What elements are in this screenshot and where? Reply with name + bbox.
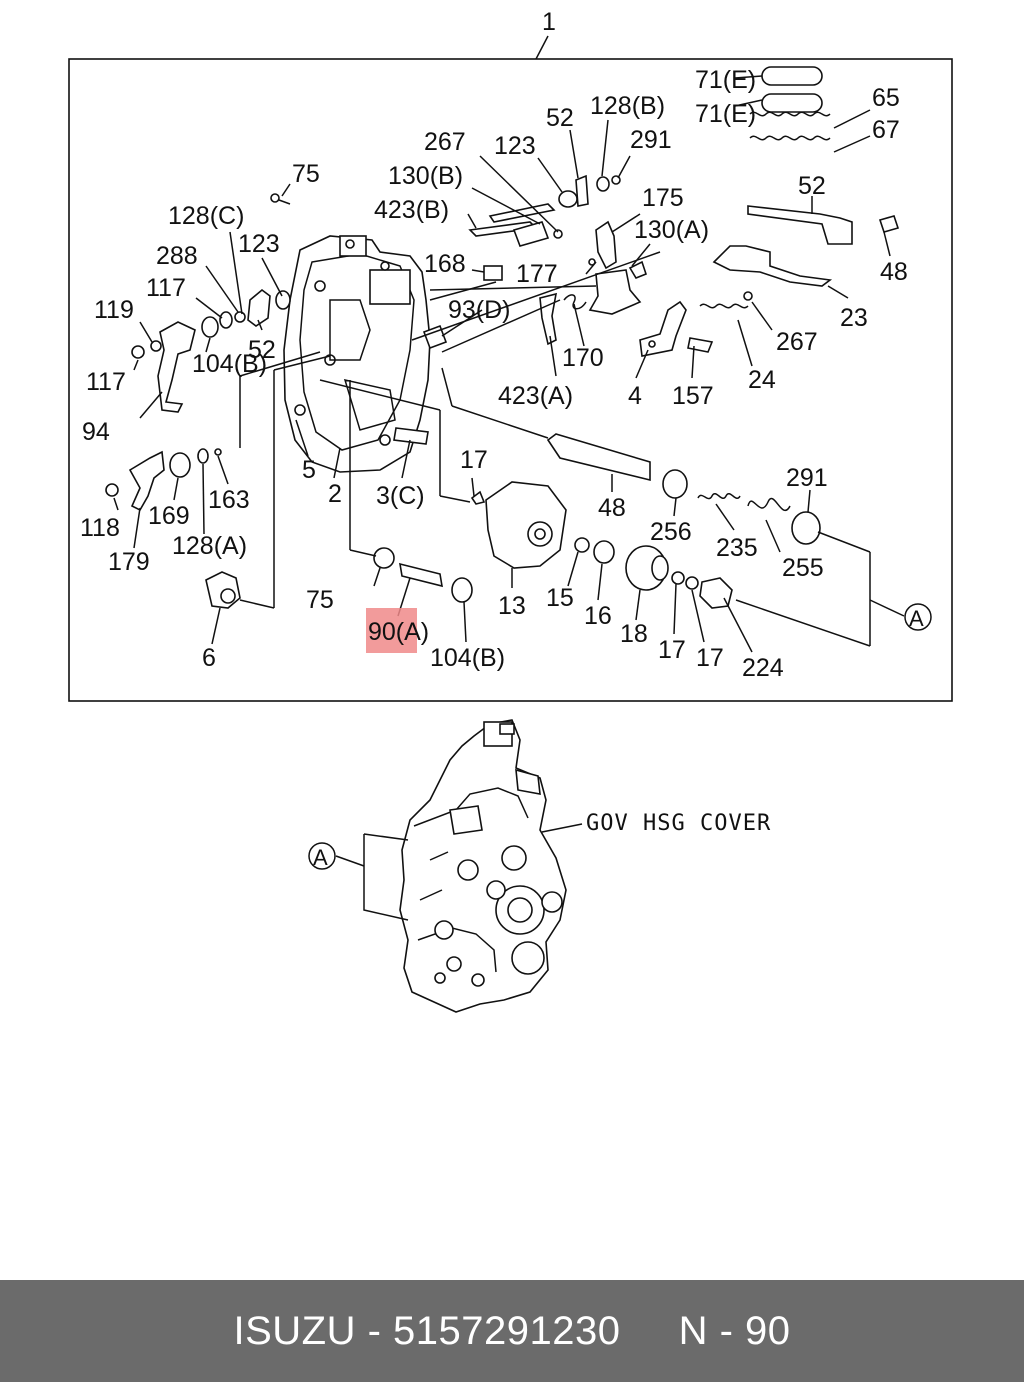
center-parts — [319, 379, 821, 609]
top-center-parts — [422, 174, 647, 350]
callout-label: 130(B) — [388, 162, 463, 190]
highlighted-callout-label: 90(A) — [368, 618, 429, 646]
callout-label: 423(A) — [498, 382, 573, 410]
separator: - — [355, 1308, 394, 1353]
left-lever-group — [105, 193, 291, 609]
callout-label: 117 — [146, 274, 186, 302]
callout-label: 128(C) — [168, 202, 244, 230]
footer-bar: ISUZU - 5157291230 N - 90 — [0, 1280, 1024, 1382]
reference-marker-a-top: A — [904, 603, 932, 631]
callout-label: 119 — [94, 296, 134, 324]
callout-label: 17 — [696, 644, 724, 672]
callout-label: 71(E) — [695, 100, 756, 128]
callout-label: 52 — [798, 172, 826, 200]
callout-label: 123 — [494, 132, 536, 160]
svg-text:A: A — [909, 606, 924, 631]
callout-label: 117 — [86, 368, 126, 396]
callout-label: 163 — [208, 486, 250, 514]
callout-label: 291 — [786, 464, 828, 492]
callout-label: 5 — [302, 456, 316, 484]
footer-gap — [621, 1309, 679, 1354]
callout-label: 6 — [202, 644, 216, 672]
callout-label: 13 — [498, 592, 526, 620]
part-number: 5157291230 — [393, 1308, 621, 1353]
callout-label: 18 — [620, 620, 648, 648]
callout-label: 104(B) — [430, 644, 505, 672]
callout-label: 17 — [658, 636, 686, 664]
callout-label: 423(B) — [374, 196, 449, 224]
callout-label: 94 — [82, 418, 110, 446]
callout-label: 93(D) — [448, 296, 511, 324]
callout-labels: 71(E) 71(E) 65 67 128(B) 291 52 267 123 … — [80, 66, 908, 682]
brand-name: ISUZU — [233, 1308, 356, 1353]
callout-label: 256 — [650, 518, 692, 546]
top-right-parts — [639, 66, 900, 357]
callout-label: 15 — [546, 584, 574, 612]
callout-label: 75 — [292, 160, 320, 188]
callout-label: 52 — [248, 336, 276, 364]
callout-label: 4 — [628, 382, 642, 410]
governor-housing — [283, 235, 431, 473]
cover-label: GOV HSG COVER — [586, 811, 771, 836]
callout-label: 130(A) — [634, 216, 709, 244]
page-reference: N - 90 — [678, 1308, 791, 1353]
callout-label: 24 — [748, 366, 776, 394]
callout-label: 170 — [562, 344, 604, 372]
callout-label: 267 — [776, 328, 818, 356]
callout-label: 52 — [546, 104, 574, 132]
callout-label: 179 — [108, 548, 150, 576]
reference-marker-a-bottom: A — [308, 842, 336, 870]
callout-label: 255 — [782, 554, 824, 582]
callout-label: 2 — [328, 480, 342, 508]
callout-label: 235 — [716, 534, 758, 562]
callout-label: 128(A) — [172, 532, 247, 560]
callout-label: 267 — [424, 128, 466, 156]
parts-diagram: 1 — [68, 8, 953, 1013]
callout-label: 128(B) — [590, 92, 665, 120]
callout-label: 17 — [460, 446, 488, 474]
callout-label: 123 — [238, 230, 280, 258]
callout-label: 48 — [598, 494, 626, 522]
callout-label: 67 — [872, 116, 900, 144]
callout-label: 104(B) — [192, 350, 267, 378]
callout-label: 168 — [424, 250, 466, 278]
callout-label: 16 — [584, 602, 612, 630]
callout-label: 291 — [630, 126, 672, 154]
highlight-box — [366, 608, 417, 653]
assembly-number-label: 1 — [542, 8, 556, 36]
svg-text:A: A — [313, 845, 328, 870]
callout-label: 75 — [306, 586, 334, 614]
callout-label: 288 — [156, 242, 198, 270]
callout-label: 177 — [516, 260, 558, 288]
injection-pump-illustration — [399, 719, 567, 1013]
diagram-frame — [68, 58, 953, 702]
callout-label: 3(C) — [376, 482, 425, 510]
leader-lines — [113, 75, 905, 653]
callout-label: 169 — [148, 502, 190, 530]
callout-label: 71(E) — [695, 66, 756, 94]
callout-label: 224 — [742, 654, 784, 682]
callout-label: 118 — [80, 514, 120, 542]
callout-label: 157 — [672, 382, 714, 410]
callout-label: 175 — [642, 184, 684, 212]
callout-label: 23 — [840, 304, 868, 332]
callout-label: 65 — [872, 84, 900, 112]
callout-label: 48 — [880, 258, 908, 286]
